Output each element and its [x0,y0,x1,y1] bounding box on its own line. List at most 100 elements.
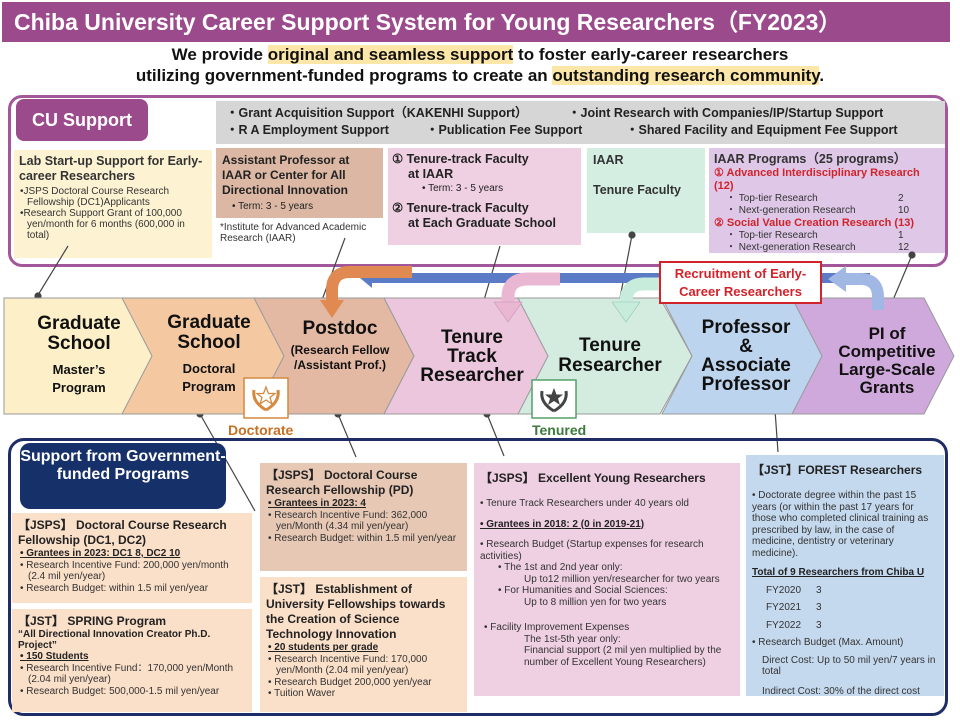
forest-text: Direct Cost: Up to 50 mil yen/7 years in… [762,654,936,678]
eyr-text: • Tenure Track Researchers under 40 year… [480,498,689,509]
connector-line [37,245,69,296]
forest-year-value: 3 [816,602,822,613]
forest-year: FY2022 [766,619,802,631]
list-item: • Research Incentive Fund: 362,000 yen/M… [268,509,428,533]
list-item: • Research Incentive Fund: 170,000 yen/M… [268,653,428,677]
forest-text: Indirect Cost: 30% of the direct cost [762,685,920,697]
stage-title: Professor [701,374,791,395]
assistant-professor-heading: Assistant Professor at IAAR or Center fo… [222,153,350,197]
recruit-arrow-pi [840,273,884,310]
eyr-text: Financial support (2 mil yen multiplied … [524,645,722,668]
iaar-programs-heading: IAAR Programs（25 programs） [714,152,907,166]
connector-dot [908,251,916,259]
connector-line [337,413,357,458]
stage-postdoc: Postdoc (Research Fellow /Assistant Prof… [284,318,396,373]
program-row-value: 10 [898,205,910,216]
jst-spring-subheading: “All Directional Innovation Creator Ph.D… [18,629,211,651]
stage-title: Tenure [441,327,503,348]
gov-support-label: Support from Government-funded Programs [20,443,226,509]
jst-spring-box: 【JST】 SPRING Program “All Directional In… [12,609,252,712]
eyr-text: • Facility Improvement Expenses [484,622,630,633]
subtitle-highlight: outstanding research community [552,66,820,85]
connector-line [892,254,913,301]
tt-item-2: ② Tenure-track Faculty [392,201,529,215]
stage-title: Tenure [579,335,641,356]
connector-line [321,237,346,301]
stage-chevrons [3,297,955,415]
connector-line [619,234,633,299]
doctorate-badge-icon [243,377,289,419]
iaar-programs-box: IAAR Programs（25 programs） ① Advanced In… [709,148,945,253]
jst-spring-heading: 【JST】 SPRING Program [18,614,167,628]
list-item: • Research Budget: within 1.5 mil yen/ye… [20,582,209,594]
program-row-value: 12 [898,242,910,253]
stage-title: School [47,333,111,354]
support-item: ・Joint Research with Companies/IP/Startu… [568,106,884,120]
stage-sub: Doctoral [182,361,236,376]
iaar-tenure-box: IAAR Tenure Faculty [587,148,705,233]
program-row-name: ・ Next-generation Research [726,242,856,253]
tt-item-1-place: at IAAR [408,167,454,181]
stage-title: Researcher [558,355,662,376]
eyr-text: • For Humanities and Social Sciences: [498,585,668,596]
tenured-label: Tenured [532,422,587,438]
list-item: • 20 students per grade [268,642,379,653]
list-item: •Research Support Grant of 100,000 yen/m… [20,208,185,241]
jst-forest-box: 【JST】FOREST Researchers • Doctorate degr… [746,455,944,696]
stage-sub: (Research Fellow [290,343,390,357]
program-row: ・ Top-tier Research 2 [714,193,940,205]
recruit-arrow-postdoc [326,266,412,302]
general-support-box: ・Grant Acquisition Support（KAKENHI Suppo… [216,101,945,144]
forest-year-value: 3 [816,584,822,596]
connector-line [199,413,256,512]
stage-title: Professor [701,317,791,338]
stage-title: Grants [859,378,915,397]
stage-graduate-school-masters: Graduate School Master’s Program [4,314,154,396]
list-item: •JSPS Doctoral Course Research Fellowshi… [20,186,170,208]
support-item: ・R A Employment Support [226,123,389,137]
jsps-excellent-young-box: 【JSPS】 Excellent Young Researchers • Ten… [474,463,740,696]
assistant-professor-term: • Term: 3 - 5 years [232,201,314,212]
forest-text: • Research Budget (Max. Amount) [752,637,904,648]
program-row-value: 1 [898,230,904,241]
program-row-name: ・ Next-generation Research [726,205,856,216]
program-row-value: 2 [898,193,904,204]
stage-title: Graduate [167,312,251,333]
arrow-head-icon [320,300,344,318]
support-item: ・Shared Facility and Equipment Fee Suppo… [626,123,898,137]
eyr-text: The 1st-5th year only: [524,633,621,645]
tt-item-2-place: at Each Graduate School [408,216,556,230]
eyr-text: • Grantees in 2018: 2 (0 in 2019-21) [480,518,645,530]
jsps-dc-box: 【JSPS】 Doctoral Course Research Fellowsh… [12,513,252,603]
list-item: • Research Budget: within 1.5 mil yen/ye… [268,532,457,544]
gov-support-frame [8,438,948,716]
tenure-faculty-label: Tenure Faculty [593,183,681,197]
stage-pi: PI of Competitive Large-Scale Grants [820,325,954,397]
program-row: ・ Next-generation Research 10 [714,205,940,217]
stage-title: Graduate [37,313,121,334]
list-item: • Tuition Waver [268,688,336,699]
program-row-name: ・ Top-tier Research [726,193,818,204]
eyr-text: • The 1st and 2nd year only: [498,562,623,573]
lab-startup-heading: Lab Start-up Support for Early-career Re… [19,154,203,183]
jst-fellowship-heading: 【JST】 Establishment of University Fellow… [266,582,446,641]
stage-title: PI of [868,324,906,343]
page-title: Chiba University Career Support System f… [2,2,950,42]
stage-sub: Master’s [52,362,106,377]
recruitment-label: Recruitment of Early-Career Researchers [659,261,822,304]
lab-startup-box: Lab Start-up Support for Early-career Re… [14,150,212,258]
tt-term: • Term: 3 - 5 years [422,183,504,194]
connector-line [774,409,779,453]
assistant-professor-box: Assistant Professor at IAAR or Center fo… [216,148,383,218]
subtitle-highlight: original and seamless support [267,45,514,64]
stage-sub: Program [52,380,106,395]
subtitle-text: to foster early-career researchers [513,45,789,64]
stage-title: Researcher [420,365,524,386]
tenure-track-faculty-box: ① Tenure-track Faculty at IAAR • Term: 3… [388,148,581,245]
arrow-head-icon [828,266,846,292]
subtitle-text: . [819,66,825,85]
support-item: ・Publication Fee Support [426,123,583,137]
arrow-head-icon [611,301,641,323]
jsps-dc-heading: 【JSPS】 Doctoral Course Research Fellowsh… [18,518,227,547]
